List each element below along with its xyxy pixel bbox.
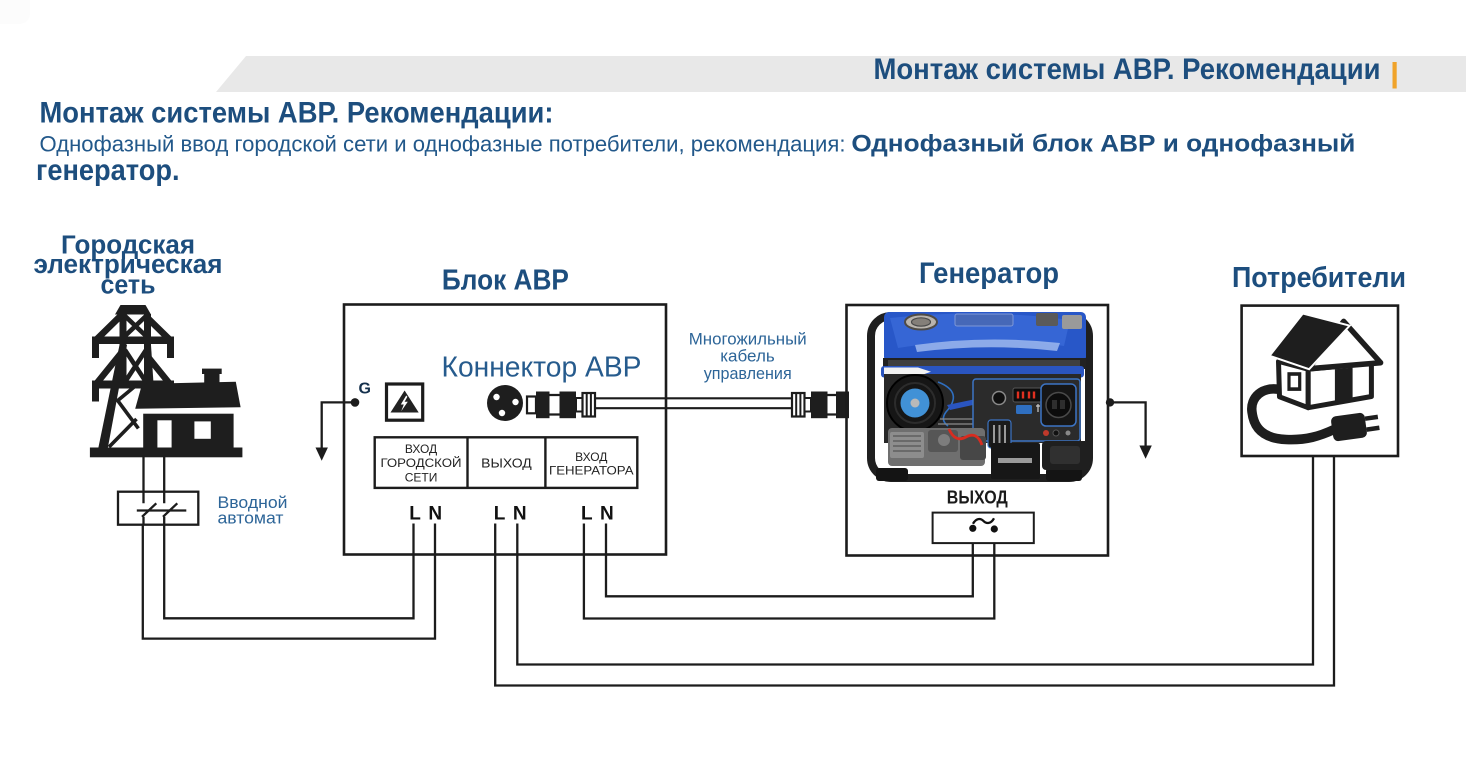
svg-text:Потребители: Потребители [1232,262,1406,294]
svg-text:ВЫХОД: ВЫХОД [947,488,1008,508]
svg-text:автомат: автомат [218,509,284,527]
svg-text:Однофазный ввод городской сети: Однофазный ввод городской сети и однофаз… [40,132,846,157]
svg-text:L: L [494,503,506,524]
svg-text:ВЫХОД: ВЫХОД [481,457,532,471]
svg-text:Блок АВР: Блок АВР [442,265,569,297]
svg-text:N: N [513,503,527,524]
svg-text:генератор.: генератор. [36,154,180,187]
svg-text:ГЕНЕРАТОРА: ГЕНЕРАТОРА [549,464,634,478]
svg-text:ВХОД: ВХОД [405,442,437,456]
svg-text:управления: управления [704,364,792,383]
svg-text:L: L [409,503,421,524]
svg-text:Коннектор АВР: Коннектор АВР [442,352,642,384]
svg-text:Монтаж системы АВР. Рекомендац: Монтаж системы АВР. Рекомендации [874,53,1381,86]
svg-text:Однофазный блок АВР и однофазн: Однофазный блок АВР и однофазный [851,131,1355,158]
svg-text:Городская: Городская [61,232,195,260]
svg-text:ГОРОДСКОЙ: ГОРОДСКОЙ [381,455,462,470]
svg-text:СЕТИ: СЕТИ [405,470,438,484]
svg-text:кабель: кабель [720,347,775,366]
svg-text:Монтаж системы АВР. Рекомендац: Монтаж системы АВР. Рекомендации: [40,97,554,130]
svg-text:N: N [600,503,614,524]
svg-text:Вводной: Вводной [218,494,288,512]
svg-text:Многожильный: Многожильный [689,330,807,349]
svg-text:Генератор: Генератор [919,257,1059,290]
svg-text:G: G [359,381,371,398]
svg-text:сеть: сеть [101,272,156,300]
svg-text:N: N [428,503,442,524]
svg-text:L: L [581,503,593,524]
svg-text:ВХОД: ВХОД [575,450,607,464]
svg-text:электрическая: электрическая [34,251,223,279]
